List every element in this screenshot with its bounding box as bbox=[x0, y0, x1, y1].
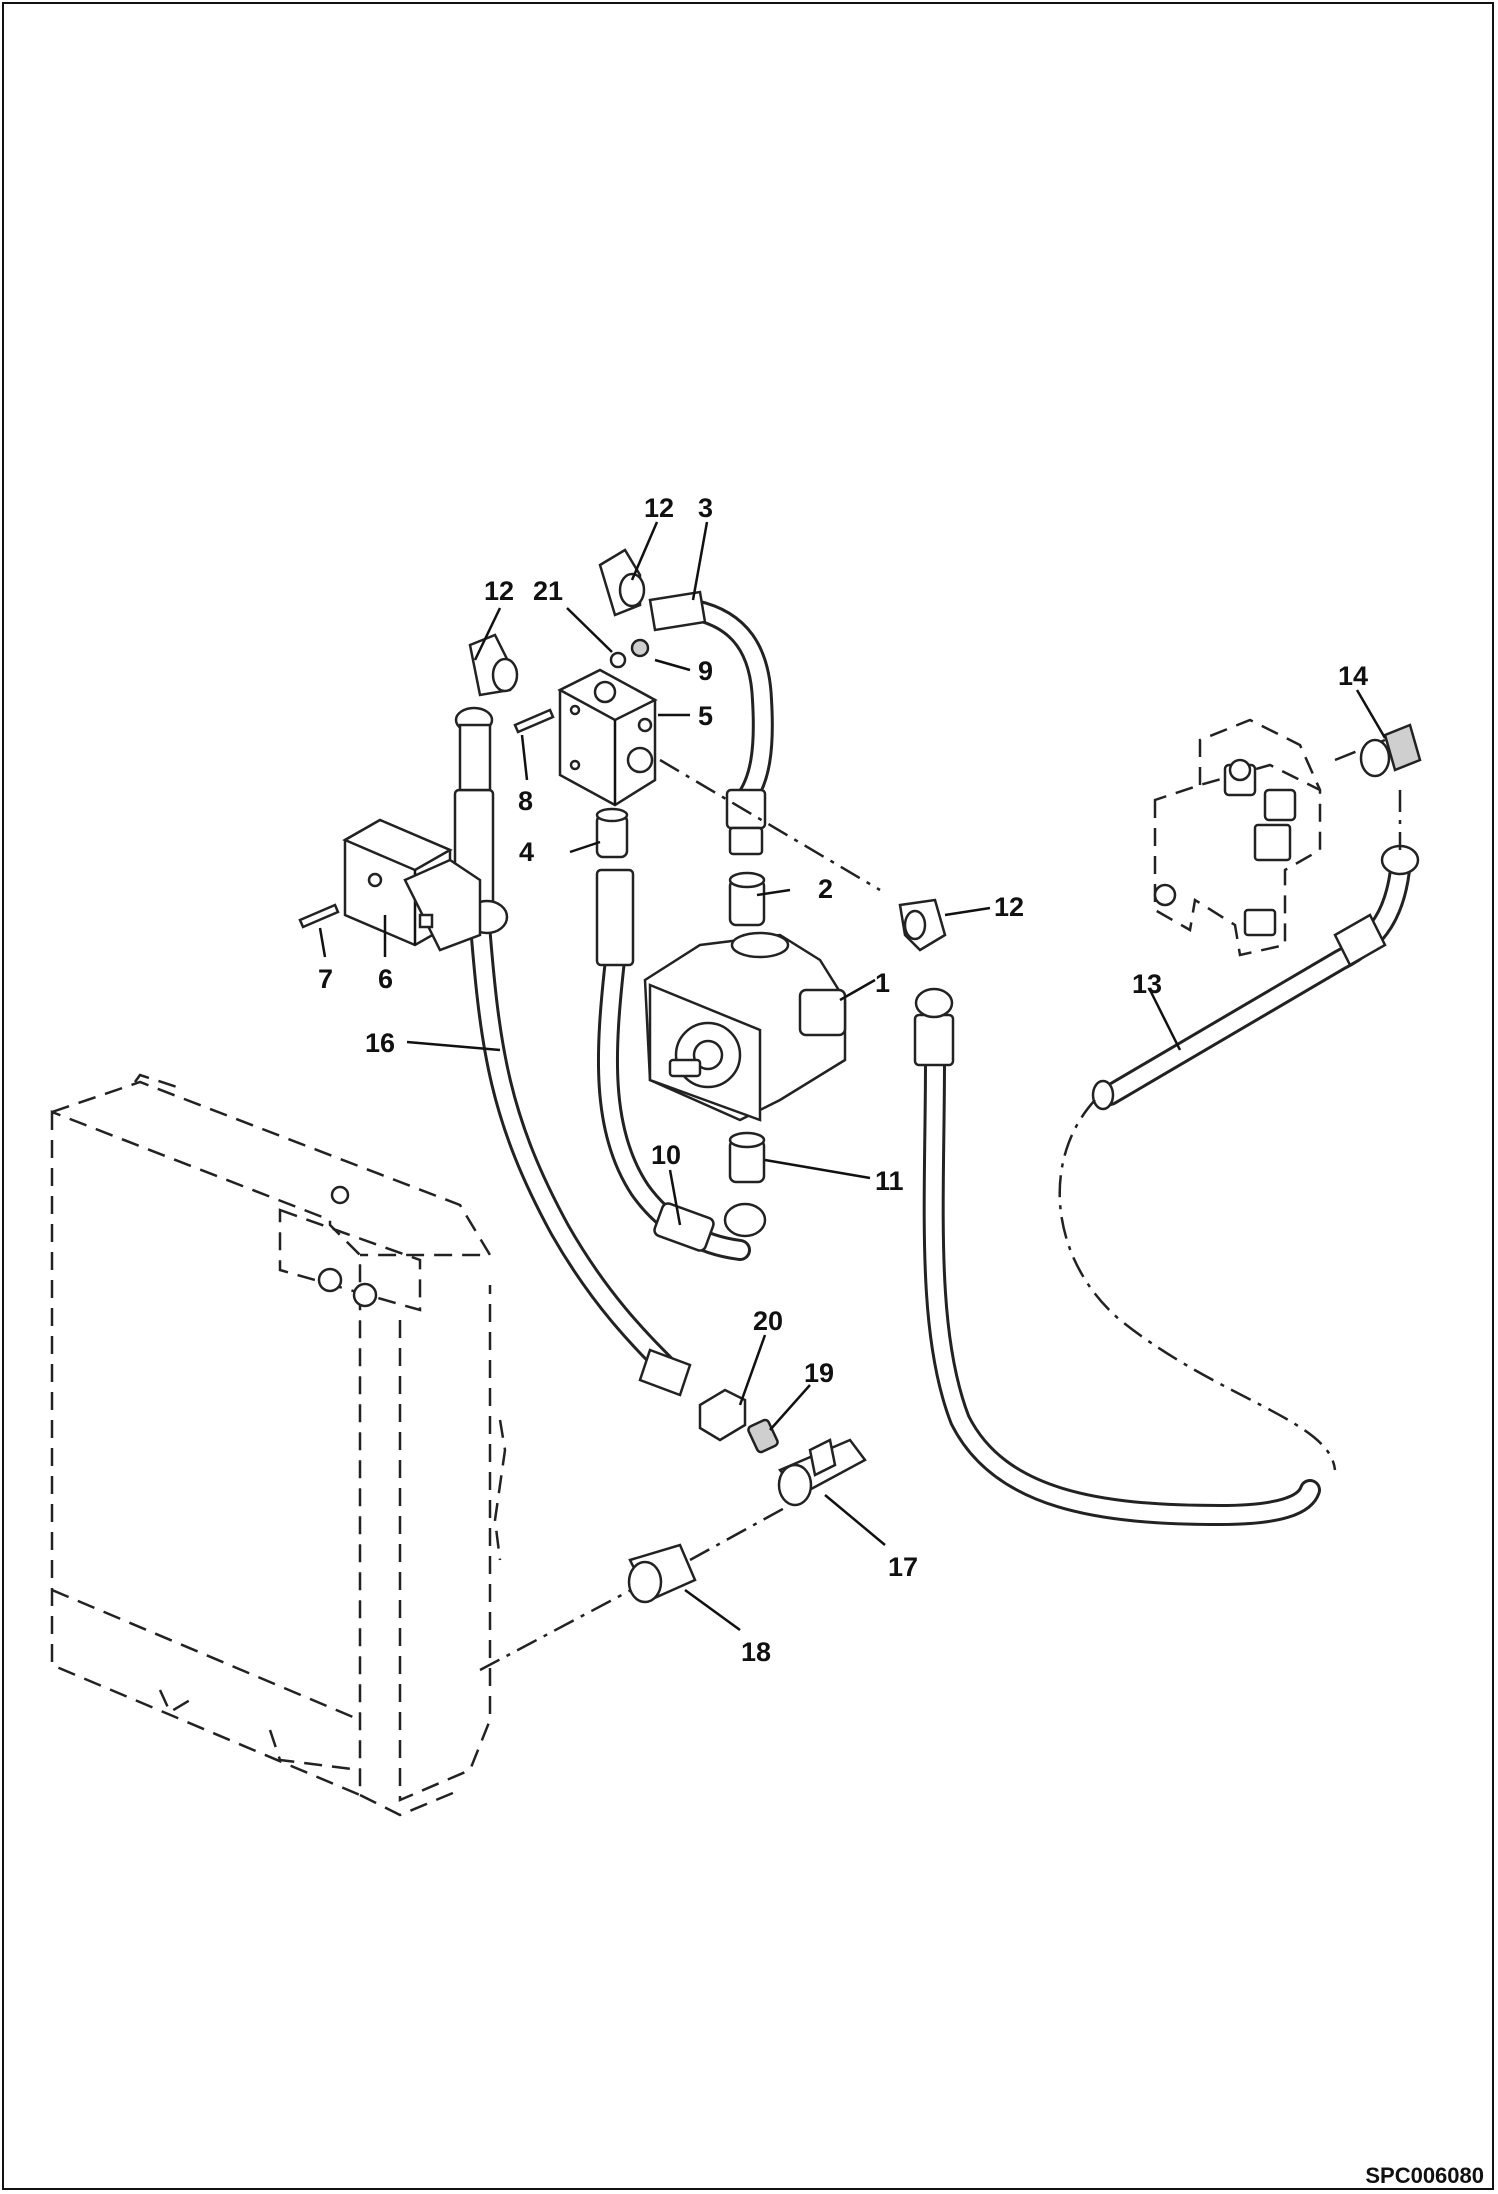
fitting-18 bbox=[627, 1543, 697, 1604]
callout-3: 3 bbox=[698, 493, 713, 523]
leader-lines bbox=[318, 521, 1387, 1632]
radiator-phantom bbox=[50, 1073, 507, 1817]
hose-13 bbox=[1091, 844, 1420, 1111]
plug-9 bbox=[630, 638, 650, 658]
fitting-12-left bbox=[468, 633, 519, 697]
hose-3 bbox=[648, 590, 774, 856]
callout-12-top: 12 bbox=[644, 493, 674, 523]
fitting-11 bbox=[728, 1131, 766, 1184]
hose-right bbox=[913, 987, 1321, 1526]
fitting-2 bbox=[728, 871, 766, 927]
valve-block-phantom bbox=[1153, 718, 1322, 957]
fitting-12-right bbox=[898, 898, 947, 952]
fitting-12-top bbox=[598, 548, 646, 617]
callout-14: 14 bbox=[1338, 661, 1368, 691]
bolt-8 bbox=[513, 708, 555, 734]
connection-lines bbox=[479, 738, 1402, 1672]
callout-5: 5 bbox=[698, 701, 713, 731]
callout-12-left: 12 bbox=[484, 576, 514, 606]
fitting-14 bbox=[1359, 723, 1422, 778]
callout-8: 8 bbox=[518, 786, 533, 816]
hose-10 bbox=[595, 868, 767, 1261]
washer-21 bbox=[609, 651, 627, 669]
valve-6 bbox=[342, 818, 482, 952]
callout-17: 17 bbox=[888, 1552, 918, 1582]
callout-20: 20 bbox=[753, 1306, 783, 1336]
callout-11: 11 bbox=[875, 1166, 904, 1196]
callout-18: 18 bbox=[741, 1637, 771, 1667]
bolt-7 bbox=[298, 903, 340, 929]
tee-fitting-17 bbox=[777, 1438, 867, 1507]
callout-9: 9 bbox=[698, 656, 713, 686]
nut-20 bbox=[698, 1388, 747, 1442]
callout-13: 13 bbox=[1132, 969, 1162, 999]
callout-6: 6 bbox=[378, 964, 393, 994]
callout-12-right: 12 bbox=[994, 892, 1024, 922]
fitting-4 bbox=[595, 807, 629, 859]
callout-1: 1 bbox=[875, 968, 890, 998]
callout-4: 4 bbox=[519, 837, 534, 867]
callout-7: 7 bbox=[318, 964, 333, 994]
callout-16: 16 bbox=[365, 1028, 395, 1058]
valve-block-5 bbox=[557, 668, 658, 807]
callout-21: 21 bbox=[533, 576, 563, 606]
drawing-reference: SPC006080 bbox=[1365, 2163, 1484, 2188]
pump-1 bbox=[643, 931, 847, 1122]
callout-19: 19 bbox=[804, 1358, 834, 1388]
callout-2: 2 bbox=[818, 874, 833, 904]
callout-labels: 12 3 12 21 9 5 8 4 2 12 14 7 6 1 13 16 1… bbox=[318, 493, 1368, 1667]
callout-10: 10 bbox=[651, 1140, 681, 1170]
